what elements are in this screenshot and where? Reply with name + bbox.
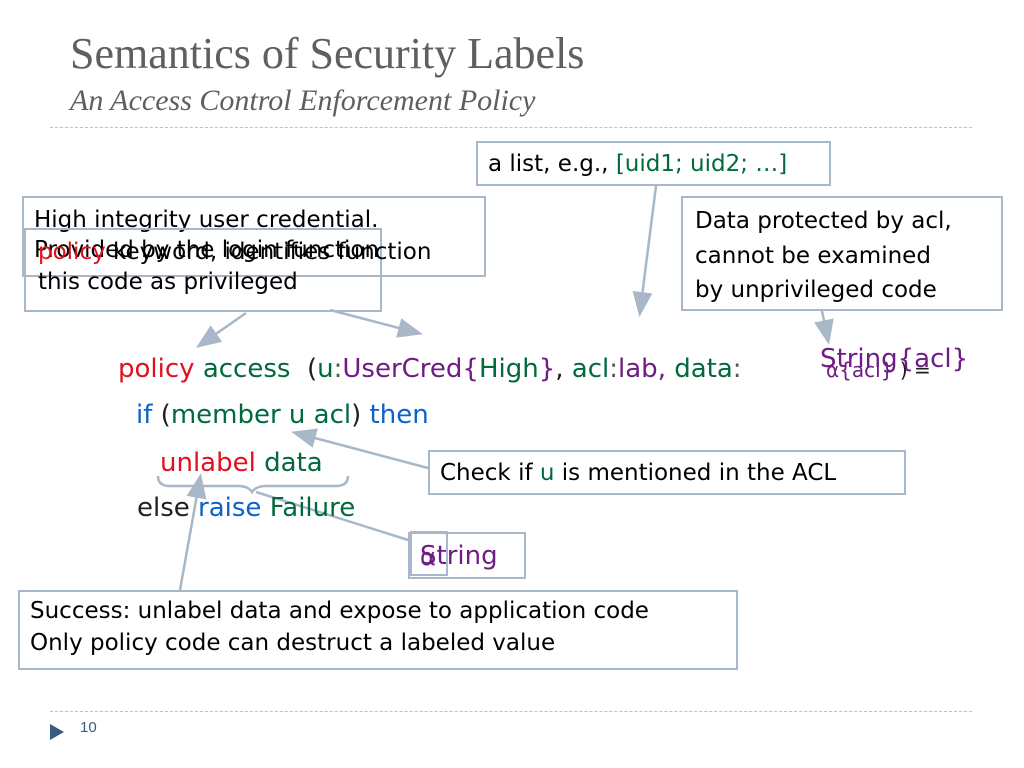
- arrow-protected-to-data: [814, 310, 834, 345]
- code-line-1: policy access (u:UserCred{High}, acl:lab…: [118, 356, 742, 382]
- arrow-list-to-acl: [632, 185, 658, 317]
- code-line-4: else raise Failure: [137, 495, 355, 521]
- code-open-paren-2: (: [160, 400, 171, 430]
- code-tail: ) =: [899, 358, 931, 382]
- callout-check-suffix: is mentioned in the ACL: [554, 460, 837, 486]
- slide-subtitle: An Access Control Enforcement Policy: [70, 84, 536, 117]
- code-open-paren: (: [306, 354, 318, 384]
- arrow-credential-to-u: [195, 311, 247, 348]
- code-line-3: unlabel data: [160, 450, 323, 476]
- code-kw-raise: raise: [198, 493, 262, 523]
- callout-policy-line3: this code as privileged: [38, 268, 298, 295]
- callout-list-example: a list, e.g., [uid1; uid2; …]: [476, 141, 831, 186]
- code-colon-1: :: [333, 354, 343, 384]
- code-kw-policy: policy: [118, 354, 195, 384]
- callout-check: Check if u is mentioned in the ACL: [428, 450, 906, 495]
- code-kw-unlabel: unlabel: [160, 448, 256, 478]
- callout-credential-under: Provided by the login function: [34, 237, 380, 263]
- arrow-check-to-cond: [291, 428, 429, 470]
- callout-protected-line1: Data protected by acl,: [695, 208, 952, 234]
- code-var-data: data: [674, 354, 733, 384]
- code-var-u: u: [317, 354, 334, 384]
- callout-check-var: u: [539, 460, 555, 486]
- callout-credential: High integrity user credential. Provided…: [22, 196, 486, 277]
- code-type-lab: lab: [618, 354, 658, 384]
- title-divider: [50, 127, 972, 128]
- brace-unlabel-data: [156, 475, 350, 495]
- code-alpha-acl-text: α{acl}: [826, 358, 894, 382]
- code-failure: Failure: [269, 493, 356, 523]
- callout-protected-line2: cannot be examined: [695, 242, 931, 269]
- code-comma-2: ,: [657, 354, 666, 384]
- code-comma-1: ,: [555, 354, 564, 384]
- footer-triangle-icon: [50, 724, 64, 740]
- code-var-acl: acl: [571, 354, 610, 384]
- code-condition: member u acl: [170, 400, 352, 430]
- page-number: 10: [80, 719, 97, 736]
- callout-success-line2: Only policy code can destruct a labeled …: [30, 629, 556, 656]
- code-close-brace: }: [538, 354, 556, 384]
- callout-list-sample: [uid1; uid2; …]: [615, 151, 788, 177]
- code-kw-else: else: [137, 493, 190, 523]
- code-type-usercred: UserCred{: [342, 354, 479, 384]
- footer-divider: [50, 711, 972, 712]
- connector-brace-to-string: [255, 490, 425, 547]
- callout-string-type: String: [408, 532, 526, 579]
- code-line-2: if (member u acl) then: [136, 402, 429, 428]
- callout-policy-kw: policy: [38, 239, 106, 265]
- code-kw-if: if: [136, 400, 153, 430]
- callout-string-text: String: [420, 541, 498, 571]
- code-unlabel-data: data: [264, 448, 323, 478]
- callout-success: Success: unlabel data and expose to appl…: [18, 590, 738, 670]
- code-close-paren-2: ): [351, 400, 362, 430]
- code-colon-3: :: [732, 354, 742, 384]
- code-type-string-acl: String{acl}: [820, 344, 969, 374]
- code-label-high: High: [478, 354, 539, 384]
- slide-title: Semantics of Security Labels: [70, 29, 585, 78]
- callout-protected: Data protected by acl, cannot be examine…: [681, 196, 1003, 311]
- callout-success-line1: Success: unlabel data and expose to appl…: [30, 598, 649, 624]
- callout-policy-keyword: policy keyword, identifies function this…: [24, 228, 431, 312]
- code-kw-then: then: [369, 400, 429, 430]
- callout-list-prefix: a list, e.g.,: [488, 151, 616, 177]
- code-fn-access: access: [202, 354, 291, 384]
- code-colon-2: :: [609, 354, 619, 384]
- arrow-policy-to-usercred: [329, 308, 423, 338]
- callout-protected-line3: by unprivileged code: [695, 277, 937, 303]
- callout-alpha-box: α: [410, 531, 448, 576]
- callout-check-prefix: Check if: [440, 460, 540, 486]
- callout-policy-rest: keyword, identifies function: [105, 239, 432, 265]
- arrow-success-to-unlabel: [178, 473, 207, 591]
- callout-alpha-glyph: α: [420, 543, 436, 571]
- code-type-alpha-acl: α{acl} ) =: [826, 360, 931, 380]
